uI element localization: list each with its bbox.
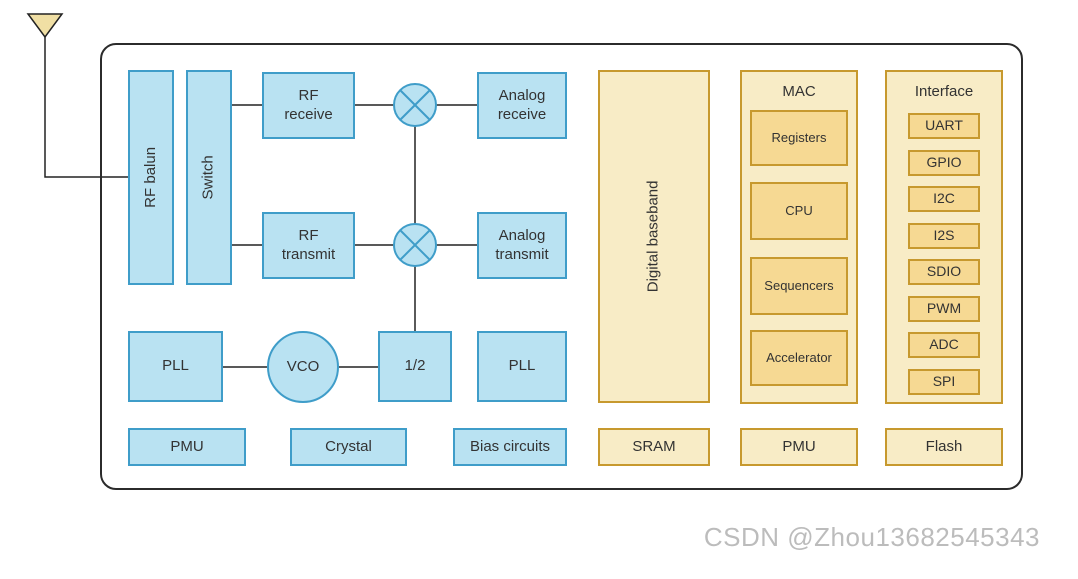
mixer-receive-icon — [393, 83, 437, 127]
sram-block: SRAM — [598, 428, 710, 466]
interface-item-pwm: PWM — [908, 296, 980, 322]
crystal-block: Crystal — [290, 428, 407, 466]
rf-balun-label: RF balun — [141, 147, 159, 208]
bias-circuits-block: Bias circuits — [453, 428, 567, 466]
mac-item-sequencers: Sequencers — [750, 257, 848, 315]
mac-item-accelerator: Accelerator — [750, 330, 848, 386]
pll-left-block: PLL — [128, 331, 223, 402]
antenna-icon — [26, 13, 64, 39]
switch-block: Switch — [186, 70, 232, 285]
interface-item-uart: UART — [908, 113, 980, 139]
interface-item-i2c: I2C — [908, 186, 980, 212]
mac-group-title: MAC — [782, 83, 816, 100]
mac-item-registers: Registers — [750, 110, 848, 166]
flash-block: Flash — [885, 428, 1003, 466]
interface-item-spi: SPI — [908, 369, 980, 395]
divider-block: 1/2 — [378, 331, 452, 402]
analog-transmit-block: Analog transmit — [477, 212, 567, 279]
rf-transmit-block: RF transmit — [262, 212, 355, 279]
interface-group: Interface UART GPIO I2C I2S SDIO PWM ADC… — [885, 70, 1003, 404]
interface-item-adc: ADC — [908, 332, 980, 358]
pmu-right-block: PMU — [740, 428, 858, 466]
switch-label: Switch — [199, 155, 217, 200]
digital-baseband-block: Digital baseband — [598, 70, 710, 403]
interface-group-title: Interface — [914, 83, 974, 100]
pll-right-block: PLL — [477, 331, 567, 402]
rf-balun-block: RF balun — [128, 70, 174, 285]
mac-group: MAC Registers CPU Sequencers Accelerator — [740, 70, 858, 404]
mixer-transmit-icon — [393, 223, 437, 267]
interface-item-i2s: I2S — [908, 223, 980, 249]
digital-baseband-label: Digital baseband — [644, 180, 662, 293]
pmu-left-block: PMU — [128, 428, 246, 466]
vco-block: VCO — [267, 331, 339, 403]
rf-receive-block: RF receive — [262, 72, 355, 139]
watermark: CSDN @Zhou13682545343 — [703, 522, 1040, 552]
analog-receive-block: Analog receive — [477, 72, 567, 139]
mac-item-cpu: CPU — [750, 182, 848, 240]
interface-item-gpio: GPIO — [908, 150, 980, 176]
chip-boundary — [100, 43, 1023, 490]
interface-item-sdio: SDIO — [908, 259, 980, 285]
